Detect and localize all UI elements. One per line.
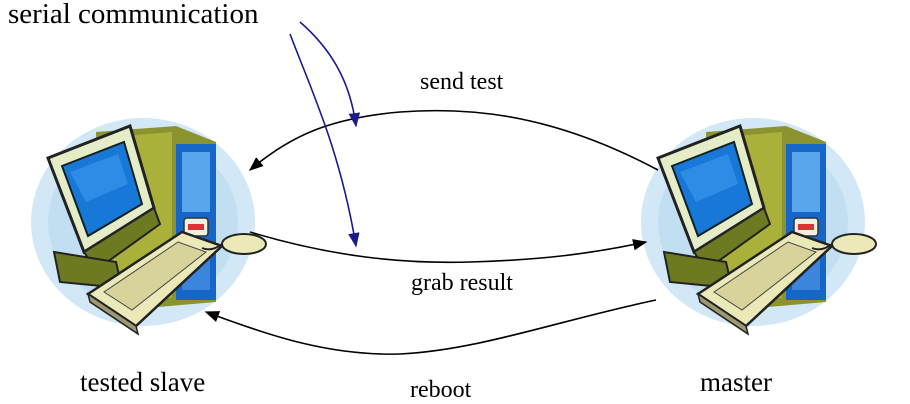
node-label-slave: tested slave	[80, 367, 206, 397]
reboot-arrow	[204, 299, 657, 355]
send-test-arrow	[248, 109, 659, 171]
slave-computer-icon	[29, 116, 268, 336]
annotation-arrow-top	[299, 21, 361, 128]
edge-label-send-test: send test	[420, 69, 504, 95]
annotation-label: serial communication	[8, 0, 259, 30]
grab-result-arrow	[249, 231, 648, 264]
node-label-master: master	[700, 367, 772, 397]
annotation-arrow-bottom	[289, 33, 360, 248]
master-computer-icon	[639, 116, 878, 336]
edge-label-grab-result: grab result	[411, 270, 513, 296]
edge-label-reboot: reboot	[410, 377, 472, 403]
